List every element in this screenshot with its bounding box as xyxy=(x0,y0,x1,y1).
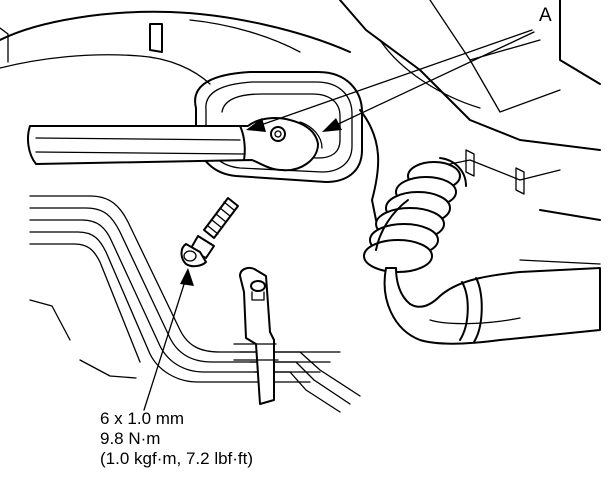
torque-spec: 6 x 1.0 mm 9.8 N·m (1.0 kgf·m, 7.2 lbf·f… xyxy=(100,409,253,469)
torque-nm: 9.8 N·m xyxy=(100,429,161,448)
arrow-head-a2 xyxy=(322,118,342,132)
clip-bracket xyxy=(233,267,279,405)
fastener-size: 6 x 1.0 mm xyxy=(100,409,185,428)
bolt xyxy=(180,197,239,268)
drive-shaft xyxy=(383,267,601,345)
torque-alt: (1.0 kgf·m, 7.2 lbf·ft) xyxy=(100,449,254,468)
accordion-boot xyxy=(363,157,467,273)
leader-arrows xyxy=(143,29,535,411)
tube-lines xyxy=(29,195,361,413)
arrow-head-bolt xyxy=(180,268,194,286)
mounting-pocket xyxy=(194,71,363,183)
bracket-arm xyxy=(27,117,323,172)
arrow-head-a1 xyxy=(246,118,266,132)
callout-label-a: A xyxy=(539,5,552,26)
body-panel xyxy=(0,0,601,265)
